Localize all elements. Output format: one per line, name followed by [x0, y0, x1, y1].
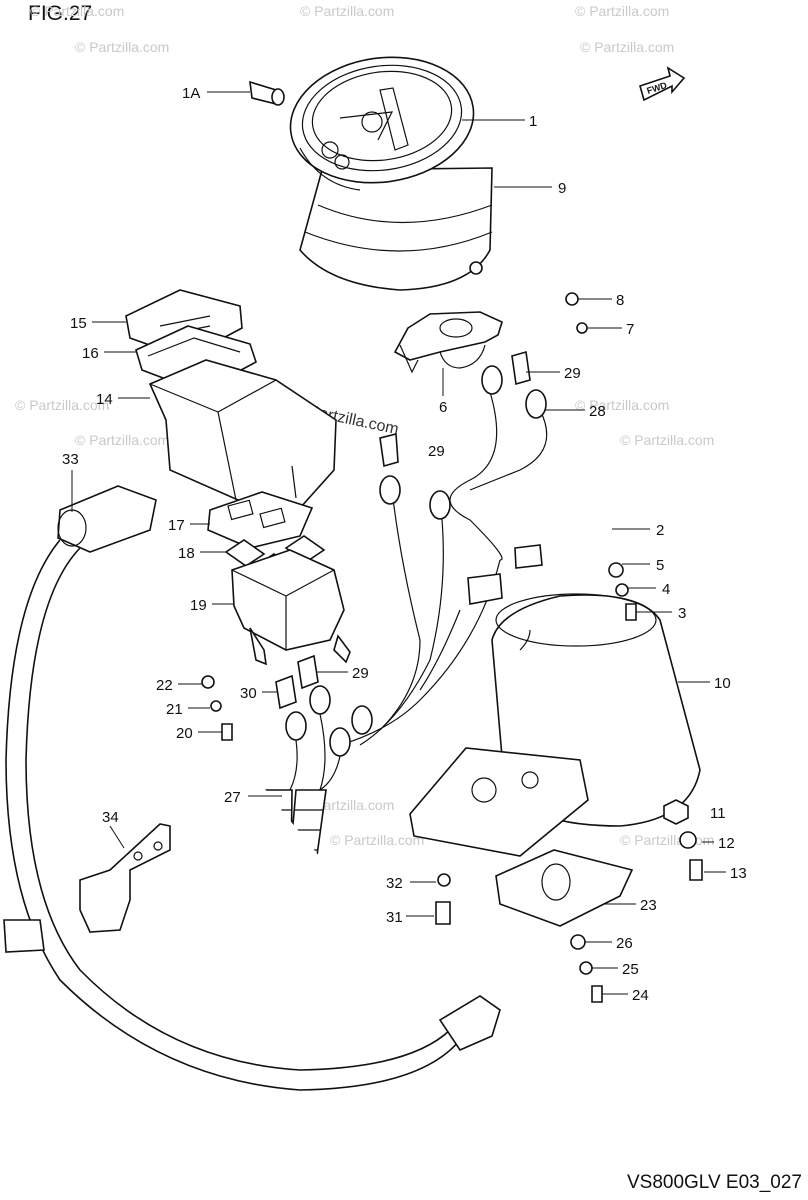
callout-27: 27 — [224, 789, 241, 806]
watermark: © Partzilla.com — [75, 39, 169, 55]
watermark: © Partzilla.com — [575, 397, 669, 413]
indicator-housing — [148, 359, 337, 509]
callout-8: 8 — [616, 292, 624, 309]
watermark: © Partzilla.com — [75, 432, 169, 448]
watermark: © Partzilla.com — [30, 3, 124, 19]
callout-12: 12 — [718, 835, 735, 852]
indicator-socket — [207, 491, 351, 666]
callout-33: 33 — [62, 451, 79, 468]
callout-14: 14 — [96, 391, 113, 408]
figure-code: VS800GLV E03_027 — [626, 1172, 802, 1193]
callout-32: 32 — [386, 875, 403, 892]
callout-5: 5 — [656, 557, 664, 574]
meter-mount — [409, 747, 589, 857]
callout-1: 1 — [529, 113, 537, 130]
watermark: © Partzilla.com — [620, 832, 714, 848]
callout-29: 29 — [564, 365, 581, 382]
bulb-1a — [249, 80, 285, 106]
watermark: © Partzilla.com — [580, 39, 674, 55]
callout-6: 6 — [439, 399, 447, 416]
callout-10: 10 — [714, 675, 731, 692]
callout-26: 26 — [616, 935, 633, 952]
callout-25: 25 — [622, 961, 639, 978]
leader-lines — [71, 91, 726, 995]
callout-17: 17 — [168, 517, 185, 534]
callout-labels: 1A 1 9 8 7 29 6 28 15 16 14 29 33 17 18 … — [62, 85, 747, 1004]
speedometer — [289, 56, 493, 291]
watermark: © Partzilla.com — [575, 3, 669, 19]
callout-7: 7 — [626, 321, 634, 338]
wire-harness — [339, 350, 548, 746]
watermark: © Partzilla.com — [300, 3, 394, 19]
callout-3: 3 — [678, 605, 686, 622]
lower-bracket — [495, 849, 634, 927]
callout-2: 2 — [656, 522, 664, 539]
callout-18: 18 — [178, 545, 195, 562]
speedometer-cable — [3, 485, 501, 1091]
callout-13: 13 — [730, 865, 747, 882]
callout-11: 11 — [710, 805, 726, 822]
sockets-lower — [275, 654, 373, 791]
callout-23: 23 — [640, 897, 657, 914]
callout-4: 4 — [662, 581, 670, 598]
callout-24: 24 — [632, 987, 649, 1004]
callout-19: 19 — [190, 597, 207, 614]
figure-title: FIG.27 — [28, 2, 93, 25]
callout-9: 9 — [558, 180, 566, 197]
meter-bracket — [393, 311, 503, 374]
callout-15: 15 — [70, 315, 87, 332]
callout-20: 20 — [176, 725, 193, 742]
cable-clamp — [79, 823, 171, 933]
fwd-arrow-icon: FWD — [639, 66, 686, 102]
callout-29: 29 — [352, 665, 369, 682]
callout-31: 31 — [386, 909, 403, 926]
hardware — [201, 562, 703, 1003]
callout-21: 21 — [166, 701, 183, 718]
watermark: © Partzilla.com — [330, 832, 424, 848]
callout-28: 28 — [589, 403, 606, 420]
callout-29: 29 — [428, 443, 445, 460]
callout-22: 22 — [156, 677, 173, 694]
watermark: © Partzilla.com — [620, 432, 714, 448]
callout-1a: 1A — [182, 85, 200, 102]
callout-16: 16 — [82, 345, 99, 362]
watermark: © Partzilla.com — [15, 397, 109, 413]
callout-30: 30 — [240, 685, 257, 702]
callout-34: 34 — [102, 809, 119, 826]
